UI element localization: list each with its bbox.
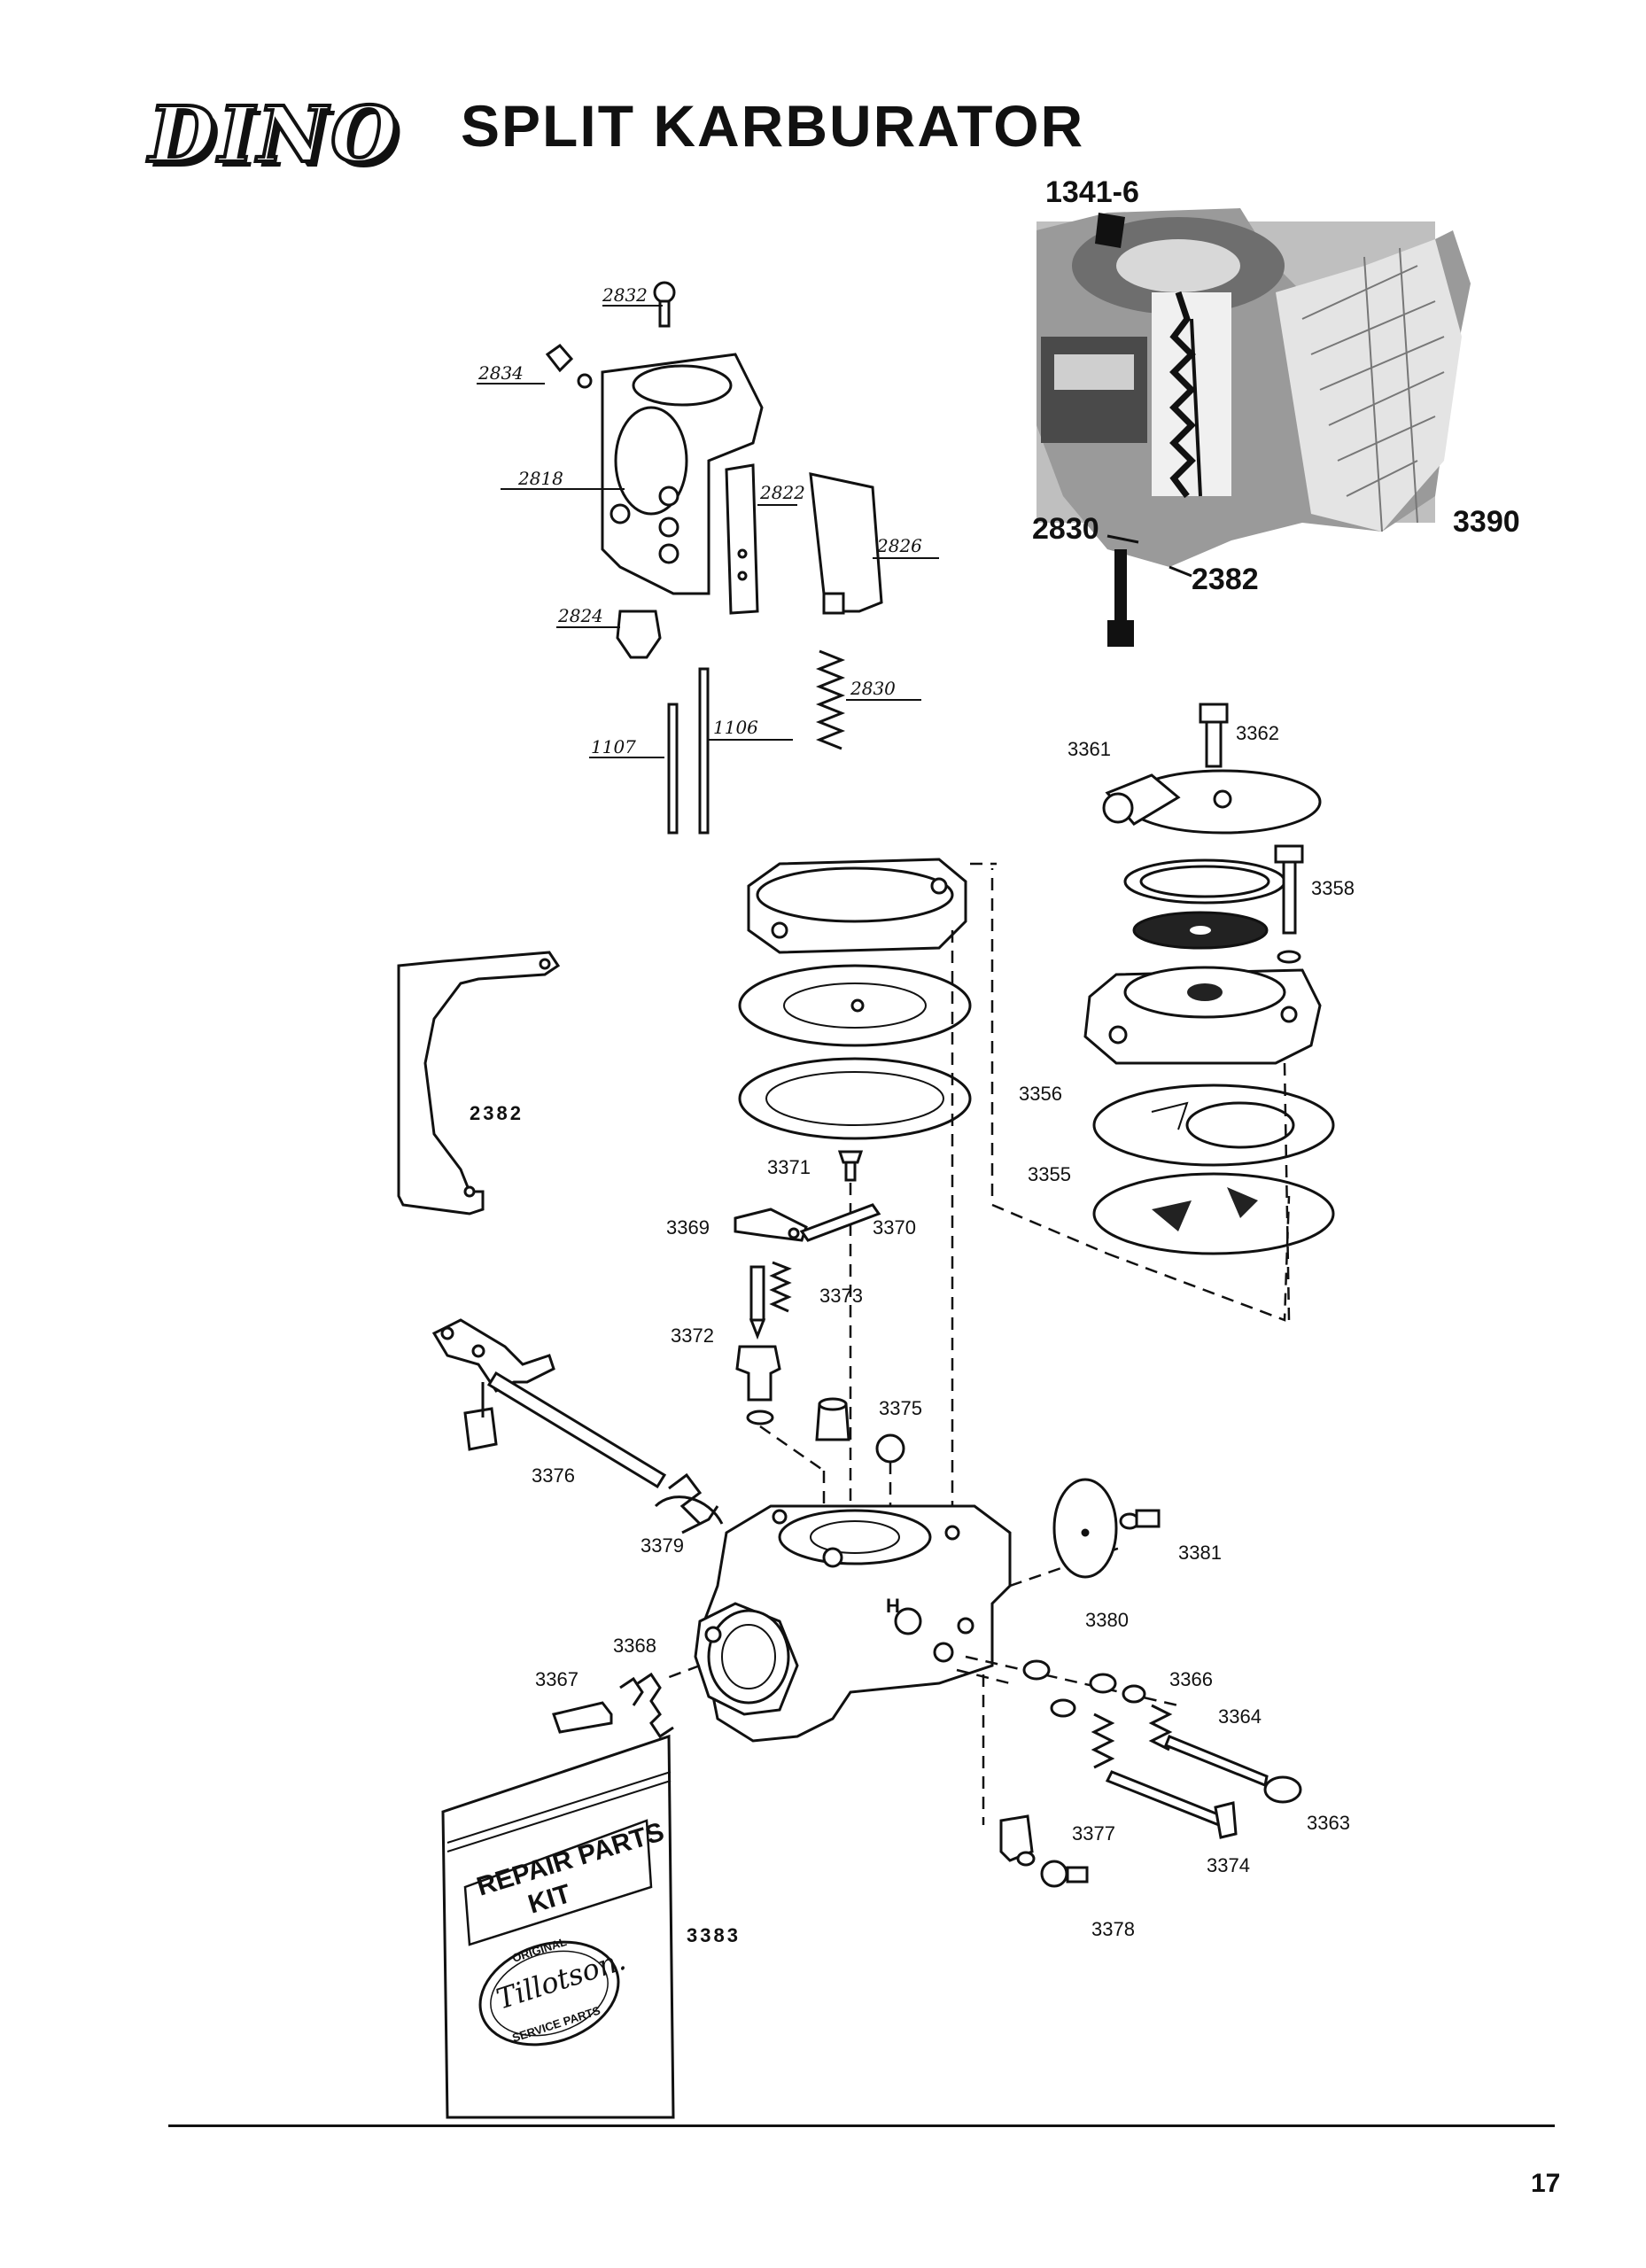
sketch-label-2826: 2826 — [876, 535, 922, 556]
bracket-2382: 2382 — [397, 951, 561, 1216]
part-label-3356: 3356 — [1019, 1083, 1062, 1105]
needle-valve-parts: 3371 3369 3370 3373 3372 3375 — [666, 1150, 922, 1524]
photo-label-3390: 3390 — [1453, 505, 1520, 539]
footer-rule — [168, 2124, 1555, 2127]
part-label-3380: 3380 — [1085, 1609, 1129, 1631]
part-label-3377: 3377 — [1072, 1822, 1115, 1845]
part-label-3374: 3374 — [1207, 1854, 1250, 1876]
part-label-3383: 3383 — [687, 1924, 741, 1946]
sketch-label-2822: 2822 — [759, 482, 805, 503]
sketch-label-2824: 2824 — [557, 605, 603, 626]
sketch-assembly: 2832 2834 2818 2822 28 — [477, 281, 939, 835]
part-label-3368: 3368 — [613, 1635, 656, 1657]
sketch-label-2830: 2830 — [850, 678, 896, 699]
part-label-3375: 3375 — [879, 1397, 922, 1419]
photo-label-2382: 2382 — [1192, 563, 1259, 596]
part-label-3362: 3362 — [1236, 722, 1279, 744]
part-label-3373: 3373 — [819, 1285, 863, 1307]
part-label-3381: 3381 — [1178, 1542, 1222, 1564]
part-label-3372: 3372 — [671, 1324, 714, 1347]
throttle-shaft: 3376 3379 — [431, 1318, 724, 1557]
brand-logo: DINO — [147, 89, 401, 182]
carburetor-photo: 1341-6 2830 2382 3390 — [1032, 175, 1520, 647]
page-title: SPLIT KARBURATOR — [461, 93, 1085, 159]
repair-parts-kit: REPAIR PARTS KIT ORIGINAL Tillotson. SER… — [441, 1734, 741, 2119]
sketch-label-1106: 1106 — [713, 717, 758, 738]
part-label-3358: 3358 — [1311, 877, 1355, 899]
part-label-3367: 3367 — [535, 1668, 578, 1690]
sketch-label-2832: 2832 — [602, 284, 648, 306]
part-label-3366: 3366 — [1169, 1668, 1213, 1690]
part-label-3376: 3376 — [532, 1464, 575, 1487]
metering-cover-stack — [738, 858, 997, 1506]
part-label-3364: 3364 — [1218, 1705, 1262, 1728]
part-label-3379: 3379 — [641, 1534, 684, 1557]
sketch-label-1107: 1107 — [591, 736, 636, 757]
part-label-3371: 3371 — [767, 1156, 811, 1178]
pump-cover-assembly: 3361 3362 3358 3356 3355 — [990, 703, 1355, 1322]
part-label-3378: 3378 — [1091, 1918, 1135, 1940]
part-label-3370: 3370 — [873, 1216, 916, 1239]
part-label-3363: 3363 — [1307, 1812, 1350, 1834]
part-label-3361: 3361 — [1068, 738, 1111, 760]
sketch-label-2818: 2818 — [517, 468, 563, 489]
part-label-3369: 3369 — [666, 1216, 710, 1239]
part-label-3355: 3355 — [1028, 1163, 1071, 1185]
photo-label-2830: 2830 — [1032, 512, 1099, 546]
body-mark-h: H — [886, 1595, 900, 1617]
sketch-label-2834: 2834 — [477, 362, 524, 384]
part-label-2382: 2382 — [470, 1102, 524, 1124]
page-number: 17 — [1531, 2169, 1561, 2198]
photo-label-1341-6: 1341-6 — [1045, 175, 1139, 209]
carburetor-body: H — [535, 1478, 1350, 1940]
